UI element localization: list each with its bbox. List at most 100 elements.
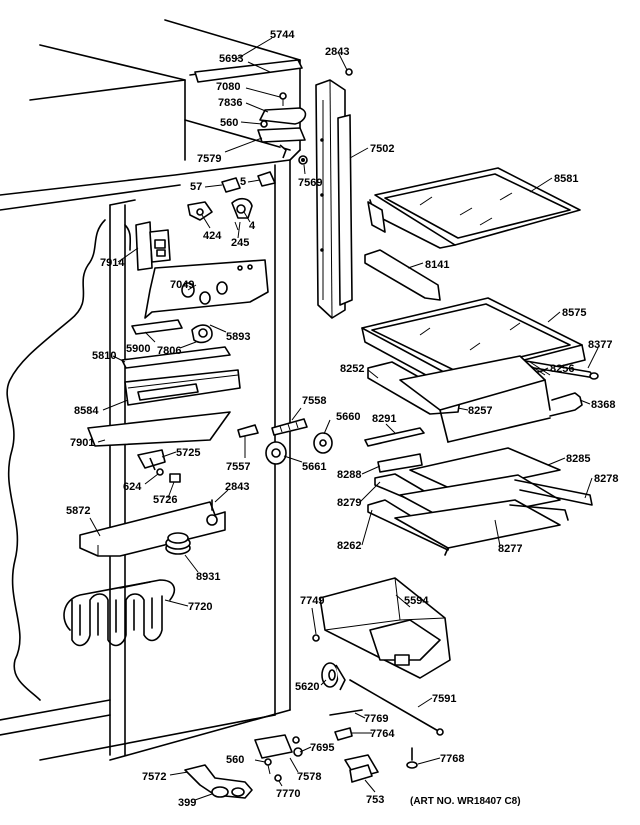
bracket-7578 bbox=[254, 734, 303, 759]
shelf-8581 bbox=[367, 167, 581, 249]
label-7836: 7836 bbox=[218, 97, 242, 109]
label-560-top: 560 bbox=[220, 117, 238, 129]
rod-7591 bbox=[349, 679, 444, 736]
label-5900: 5900 bbox=[126, 343, 150, 355]
label-7558: 7558 bbox=[302, 395, 326, 407]
cover-5594 bbox=[319, 577, 451, 679]
panel-8288 bbox=[377, 453, 423, 473]
label-7770: 7770 bbox=[276, 788, 300, 800]
label-2843-top: 2843 bbox=[325, 46, 349, 58]
control-bracket-parts bbox=[187, 197, 253, 231]
strip-5810 bbox=[121, 346, 231, 369]
label-57: 57 bbox=[190, 181, 202, 193]
pins-7557-7558 bbox=[237, 418, 308, 438]
label-5872: 5872 bbox=[66, 505, 90, 517]
label-424: 424 bbox=[203, 230, 222, 242]
control-box-7914 bbox=[135, 221, 171, 271]
label-7764: 7764 bbox=[370, 728, 395, 740]
label-8278: 8278 bbox=[594, 473, 618, 485]
label-5726: 5726 bbox=[153, 494, 177, 506]
label-7080: 7080 bbox=[216, 81, 240, 93]
label-8377: 8377 bbox=[588, 339, 612, 351]
label-8584: 8584 bbox=[74, 405, 99, 417]
top-cover-5744 bbox=[194, 59, 303, 83]
label-5620: 5620 bbox=[295, 681, 319, 693]
part-labels: 5744 5693 7080 7836 560 7579 5 57 2843 7… bbox=[66, 29, 618, 809]
shelf-support-8141 bbox=[364, 249, 441, 301]
hinge-7572-399 bbox=[184, 764, 253, 799]
label-5725: 5725 bbox=[176, 447, 200, 459]
label-5660: 5660 bbox=[336, 411, 360, 423]
control-panel-8584 bbox=[124, 369, 241, 406]
leader-lines bbox=[89, 37, 599, 801]
glass-panel-8285 bbox=[409, 447, 561, 493]
label-5661: 5661 bbox=[302, 461, 326, 473]
label-245: 245 bbox=[231, 237, 249, 249]
label-7572: 7572 bbox=[142, 771, 166, 783]
label-8581: 8581 bbox=[554, 173, 578, 185]
screws-7769-7764 bbox=[329, 709, 363, 741]
label-399: 399 bbox=[178, 797, 196, 809]
bolt-7768 bbox=[406, 747, 418, 769]
screws-560-7770 bbox=[264, 758, 282, 782]
label-7901: 7901 bbox=[70, 437, 94, 449]
label-560-bottom: 560 bbox=[226, 754, 244, 766]
label-7769: 7769 bbox=[364, 713, 388, 725]
small-clips bbox=[137, 449, 181, 483]
label-8931: 8931 bbox=[196, 571, 220, 583]
knobs-5660-5661 bbox=[265, 432, 333, 465]
label-624: 624 bbox=[123, 481, 142, 493]
light-lens-7901 bbox=[87, 411, 231, 447]
label-7914: 7914 bbox=[100, 257, 125, 269]
label-7502: 7502 bbox=[370, 143, 394, 155]
label-7557: 7557 bbox=[226, 461, 250, 473]
label-5744: 5744 bbox=[270, 29, 295, 41]
label-8288: 8288 bbox=[337, 469, 361, 481]
frame-8279-8278 bbox=[374, 473, 593, 523]
bracket-5872 bbox=[79, 499, 226, 557]
art-number: (ART NO. WR18407 C8) bbox=[410, 796, 521, 807]
label-7768: 7768 bbox=[440, 753, 464, 765]
label-8368: 8368 bbox=[591, 399, 615, 411]
label-7569: 7569 bbox=[298, 177, 322, 189]
cabinet-frame bbox=[0, 19, 301, 761]
label-7591: 7591 bbox=[432, 693, 456, 705]
thermostat-housing-7049 bbox=[144, 259, 269, 319]
label-5893: 5893 bbox=[226, 331, 250, 343]
label-8277: 8277 bbox=[498, 543, 522, 555]
label-5594: 5594 bbox=[404, 595, 429, 607]
label-7695: 7695 bbox=[310, 742, 334, 754]
heater-coil-7720 bbox=[63, 579, 176, 647]
bracket-5900 bbox=[131, 319, 213, 344]
label-5810: 5810 bbox=[92, 350, 116, 362]
label-753: 753 bbox=[366, 794, 384, 806]
rail-7502 bbox=[315, 79, 353, 319]
wheel-5620 bbox=[321, 662, 346, 691]
label-7720: 7720 bbox=[188, 601, 212, 613]
screw-7749 bbox=[312, 634, 320, 642]
label-8291: 8291 bbox=[372, 413, 396, 425]
label-4: 4 bbox=[249, 220, 256, 232]
label-7579: 7579 bbox=[197, 153, 221, 165]
label-7578: 7578 bbox=[297, 771, 321, 783]
label-8285: 8285 bbox=[566, 453, 590, 465]
label-8252: 8252 bbox=[340, 363, 364, 375]
label-7806: 7806 bbox=[157, 345, 181, 357]
label-8256: 8256 bbox=[550, 363, 574, 375]
strip-8291 bbox=[364, 427, 425, 447]
label-7749: 7749 bbox=[300, 595, 324, 607]
bracket-753 bbox=[344, 754, 379, 783]
label-8279: 8279 bbox=[337, 497, 361, 509]
wire-8368 bbox=[549, 392, 583, 417]
label-7049: 7049 bbox=[170, 279, 194, 291]
label-8257: 8257 bbox=[468, 405, 492, 417]
label-2843-mid: 2843 bbox=[225, 481, 249, 493]
label-5693: 5693 bbox=[219, 53, 243, 65]
label-5: 5 bbox=[240, 176, 246, 188]
frame-8262-8277 bbox=[367, 499, 569, 556]
drawer-frame-8257 bbox=[367, 355, 551, 443]
spring-8931 bbox=[165, 532, 191, 555]
label-8141: 8141 bbox=[425, 259, 449, 271]
